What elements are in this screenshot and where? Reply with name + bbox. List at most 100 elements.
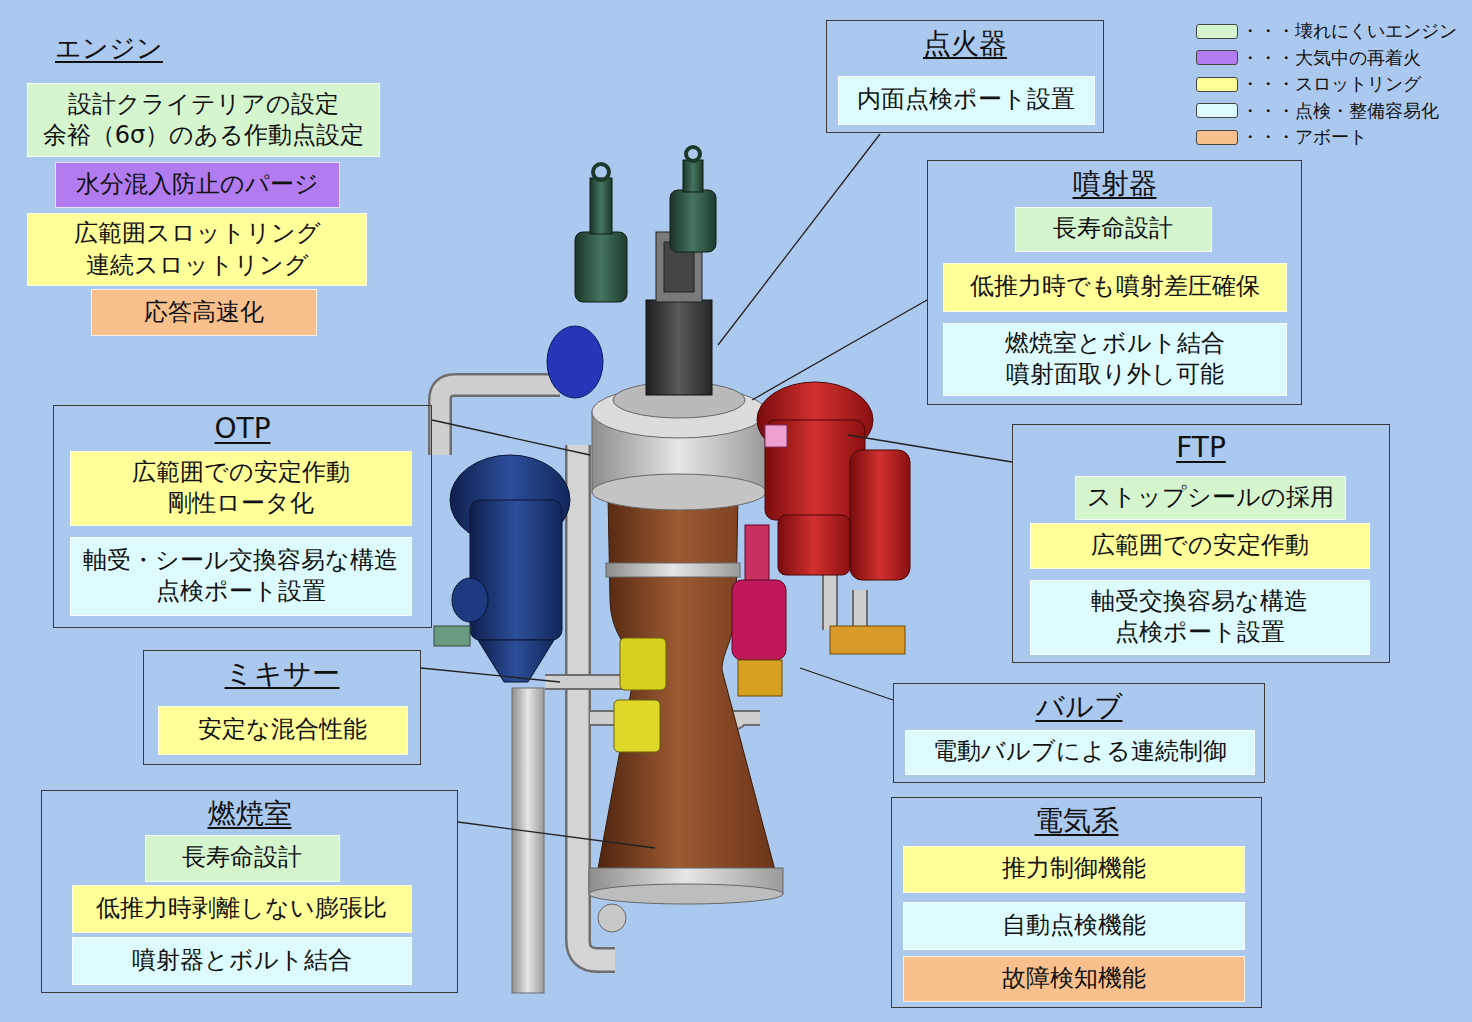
feature-text: 長寿命設計 <box>182 842 302 873</box>
oxidizer-turbopump <box>452 578 488 622</box>
feature-box: 安定な混合性能 <box>158 706 408 755</box>
legend-row: ・・・点検・整備容易化 <box>1196 98 1457 125</box>
legend-row: ・・・大気中の再着火 <box>1196 45 1457 72</box>
chamber-clamp <box>606 563 740 577</box>
nozzle-ring <box>589 884 783 904</box>
valve-body <box>738 660 782 696</box>
group-panel: FTP ストップシールの採用広範囲での安定作動軸受交換容易な構造 点検ポート設置 <box>1012 424 1390 663</box>
group-panel: ミキサー安定な混合性能 <box>143 650 421 765</box>
feature-box: 軸受・シール交換容易な構造 点検ポート設置 <box>70 537 412 616</box>
feature-box: 自動点検機能 <box>903 902 1245 950</box>
text-line: エンジン <box>55 33 163 63</box>
text-line: OTP <box>214 412 270 445</box>
panel-heading: OTP <box>214 412 270 445</box>
text-line: 広範囲での安定作動 <box>1091 531 1309 559</box>
text-line: 余裕（6σ）のある作動点設定 <box>43 121 364 149</box>
feature-text: 内面点検ポート設置 <box>857 84 1075 115</box>
feature-box: 燃焼室とボルト結合 噴射面取り外し可能 <box>943 323 1287 396</box>
text-line: 噴射器とボルト結合 <box>132 946 352 974</box>
feature-box: 広範囲スロットリング 連続スロットリング <box>27 213 367 286</box>
text-line: 応答高速化 <box>144 298 264 326</box>
valve-body <box>732 580 786 660</box>
panel-heading-row: バルブ <box>894 690 1264 724</box>
group-panel: 点火器内面点検ポート設置 <box>826 20 1104 133</box>
text-line: 故障検知機能 <box>1002 964 1146 992</box>
pipe <box>830 626 905 654</box>
section-heading: エンジン <box>55 33 163 64</box>
panel-heading-row: 電気系 <box>892 804 1261 838</box>
legend-text: ・・・点検・整備容易化 <box>1241 100 1439 122</box>
feature-box: 電動バルブによる連続制御 <box>905 730 1255 775</box>
feature-box: 応答高速化 <box>91 289 317 336</box>
pipe-flange <box>598 904 626 932</box>
text-line: 噴射面取り外し可能 <box>1006 360 1224 388</box>
legend-text: ・・・壊れにくいエンジン <box>1241 20 1457 42</box>
valve-actuator <box>590 178 612 234</box>
feature-text: 広範囲での安定作動 剛性ロータ化 <box>79 457 403 519</box>
legend-row: ・・・スロットリング <box>1196 71 1457 98</box>
text-line: 安定な混合性能 <box>198 715 367 743</box>
igniter <box>646 300 712 395</box>
text-line: 電動バルブによる連続制御 <box>933 737 1227 765</box>
oxidizer-turbopump <box>470 500 562 640</box>
panel-heading: バルブ <box>1036 690 1123 723</box>
feature-text: 推力制御機能 <box>1002 853 1146 884</box>
panel-heading-row: 燃焼室 <box>42 797 457 831</box>
leader-line <box>718 134 880 345</box>
text-line: 低推力時でも噴射差圧確保 <box>970 272 1260 300</box>
feature-box: 設計クライテリアの設定 余裕（6σ）のある作動点設定 <box>27 83 380 157</box>
text-line: 広範囲スロットリング <box>74 219 321 247</box>
legend-swatch <box>1196 50 1238 65</box>
valve-actuator <box>686 147 700 161</box>
feature-box: 広範囲での安定作動 <box>1030 523 1370 569</box>
feature-text: 故障検知機能 <box>1002 963 1146 994</box>
text-line: 点火器 <box>923 27 1007 60</box>
leader-line <box>848 435 1012 462</box>
feature-text: 自動点検機能 <box>1002 910 1146 941</box>
text-line: バルブ <box>1036 690 1123 723</box>
feature-box: 水分混入防止のパージ <box>55 162 340 208</box>
legend-row: ・・・壊れにくいエンジン <box>1196 18 1457 45</box>
feature-text: 安定な混合性能 <box>198 714 367 745</box>
fuel-turbopump <box>778 515 850 575</box>
feature-text: 燃焼室とボルト結合 噴射面取り外し可能 <box>952 328 1278 390</box>
feature-text: 広範囲での安定作動 <box>1091 530 1309 561</box>
panel-heading: 噴射器 <box>1073 167 1157 200</box>
leader-line <box>432 420 590 455</box>
leader-line <box>800 668 893 700</box>
valve-actuator <box>575 232 627 302</box>
valve-actuator <box>670 190 716 252</box>
text-line: 連続スロットリング <box>86 251 309 279</box>
panel-heading-row: 噴射器 <box>928 167 1301 201</box>
pipe <box>512 688 544 993</box>
panel-heading: 電気系 <box>1035 804 1119 837</box>
feature-text: 長寿命設計 <box>1053 213 1173 244</box>
feature-text: 広範囲スロットリング 連続スロットリング <box>36 218 358 280</box>
group-panel: バルブ電動バルブによる連続制御 <box>893 683 1265 783</box>
feature-box: 噴射器とボルト結合 <box>72 937 412 985</box>
legend-row: ・・・アボート <box>1196 124 1457 151</box>
text-line: 低推力時剥離しない膨張比 <box>96 894 387 922</box>
text-line: 推力制御機能 <box>1002 854 1146 882</box>
text-line: FTP <box>1176 431 1226 464</box>
feature-box: 故障検知機能 <box>903 956 1245 1002</box>
feature-box: 広範囲での安定作動 剛性ロータ化 <box>70 451 412 526</box>
text-line: 燃焼室とボルト結合 <box>1005 329 1225 357</box>
oxidizer-turbopump <box>478 640 554 682</box>
group-panel: 噴射器長寿命設計低推力時でも噴射差圧確保燃焼室とボルト結合 噴射面取り外し可能 <box>927 160 1302 405</box>
panel-heading-row: ミキサー <box>144 657 420 691</box>
text-line: 広範囲での安定作動 <box>132 458 350 486</box>
feature-text: 軸受交換容易な構造 点検ポート設置 <box>1039 586 1361 648</box>
feature-text: 応答高速化 <box>144 297 264 328</box>
feature-box: 低推力時でも噴射差圧確保 <box>943 263 1287 312</box>
feature-text: 設計クライテリアの設定 余裕（6σ）のある作動点設定 <box>36 89 371 151</box>
text-line: 点検ポート設置 <box>156 577 326 605</box>
feature-box: 長寿命設計 <box>145 835 340 882</box>
feature-text: 電動バルブによる連続制御 <box>933 736 1227 767</box>
leader-line <box>752 300 927 400</box>
text-line: ストップシールの採用 <box>1087 483 1334 511</box>
text-line: 軸受交換容易な構造 <box>1091 587 1308 615</box>
leader-line <box>421 668 560 682</box>
feature-box: 長寿命設計 <box>1015 207 1212 252</box>
